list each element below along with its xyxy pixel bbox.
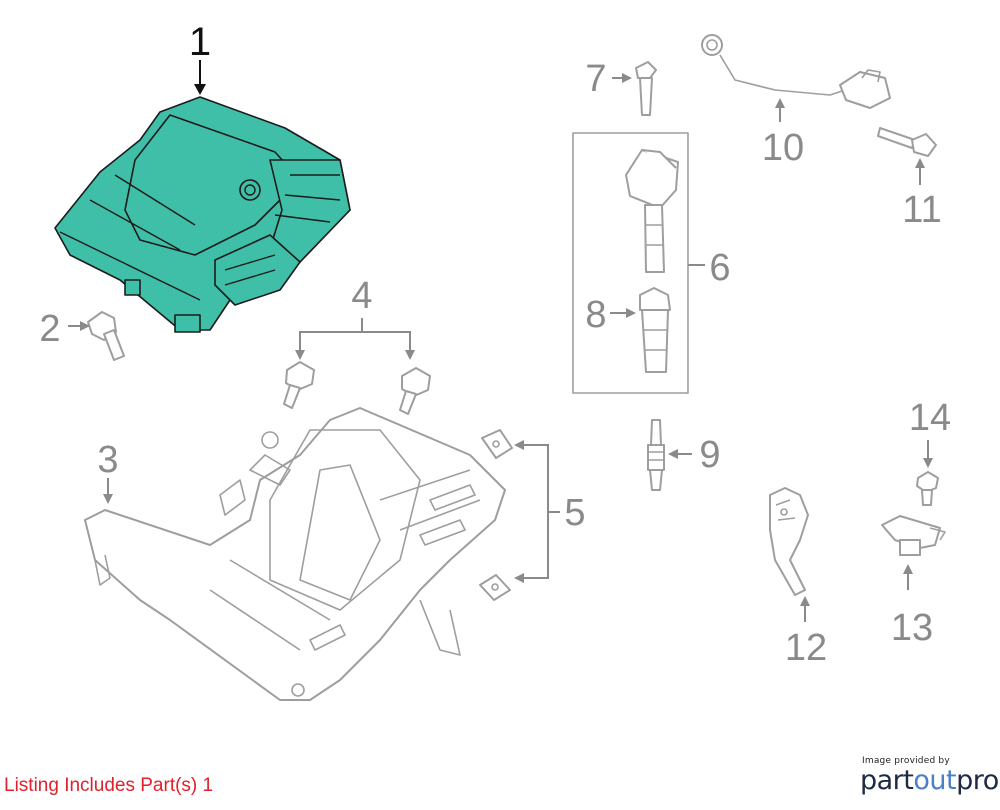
coil-kit-box bbox=[572, 132, 689, 394]
bolt-icon[interactable] bbox=[635, 61, 657, 116]
coil-boot-icon[interactable] bbox=[639, 287, 671, 373]
callout-1[interactable]: 1 bbox=[189, 20, 211, 64]
sensor-bracket-icon[interactable] bbox=[769, 487, 809, 596]
callout-4[interactable]: 4 bbox=[351, 275, 372, 317]
bracket-icon[interactable] bbox=[84, 407, 506, 701]
image-credit-label: Image provided by bbox=[862, 756, 950, 766]
brand-pro: pro bbox=[956, 765, 999, 796]
arrowhead-14 bbox=[923, 458, 933, 468]
bolt-icon[interactable] bbox=[399, 367, 431, 415]
brand-out: out bbox=[913, 765, 957, 796]
arrowhead-4 bbox=[295, 350, 415, 360]
sensor-icon[interactable] bbox=[701, 34, 891, 109]
spark-plug-icon[interactable] bbox=[647, 419, 665, 491]
bolt-icon[interactable] bbox=[916, 471, 939, 506]
brand-part: part bbox=[860, 765, 914, 796]
callout-9[interactable]: 9 bbox=[699, 434, 720, 476]
arrowhead-12 bbox=[800, 596, 810, 606]
arrowhead-7 bbox=[622, 73, 632, 83]
callout-10[interactable]: 10 bbox=[762, 127, 804, 169]
partoutpro-logo[interactable]: partoutpro bbox=[860, 765, 999, 796]
callout-11[interactable]: 11 bbox=[902, 189, 941, 231]
callout-14[interactable]: 14 bbox=[909, 397, 951, 439]
callout-7[interactable]: 7 bbox=[585, 58, 606, 100]
clip-icon[interactable] bbox=[481, 429, 513, 459]
arrowhead-1 bbox=[194, 84, 206, 95]
arrowhead-8 bbox=[626, 308, 636, 318]
arrowhead-13 bbox=[903, 564, 913, 574]
leader-line-5 bbox=[520, 444, 560, 579]
bolt-icon[interactable] bbox=[283, 361, 315, 409]
callout-3[interactable]: 3 bbox=[97, 439, 118, 481]
arrowhead-2 bbox=[80, 321, 90, 331]
leader-line-4 bbox=[299, 318, 411, 355]
listing-includes-text: Listing Includes Part(s) 1 bbox=[4, 775, 214, 796]
sensor-icon[interactable] bbox=[881, 515, 946, 556]
arrowhead-10 bbox=[775, 98, 785, 108]
callout-8[interactable]: 8 bbox=[585, 294, 606, 336]
arrowhead-3 bbox=[103, 494, 113, 504]
arrowhead-5 bbox=[514, 440, 524, 583]
ecu-module-icon[interactable] bbox=[54, 96, 351, 333]
arrowhead-11 bbox=[915, 158, 925, 168]
ignition-coil-icon[interactable] bbox=[625, 149, 679, 273]
bolt-icon[interactable] bbox=[877, 127, 937, 157]
callout-12[interactable]: 12 bbox=[785, 627, 827, 669]
callout-13[interactable]: 13 bbox=[891, 607, 933, 649]
callout-6[interactable]: 6 bbox=[709, 247, 730, 289]
arrowhead-9 bbox=[668, 449, 678, 459]
callout-2[interactable]: 2 bbox=[39, 308, 60, 350]
callout-5[interactable]: 5 bbox=[564, 492, 585, 534]
clip-icon[interactable] bbox=[479, 574, 511, 601]
bolt-icon[interactable] bbox=[87, 311, 125, 361]
